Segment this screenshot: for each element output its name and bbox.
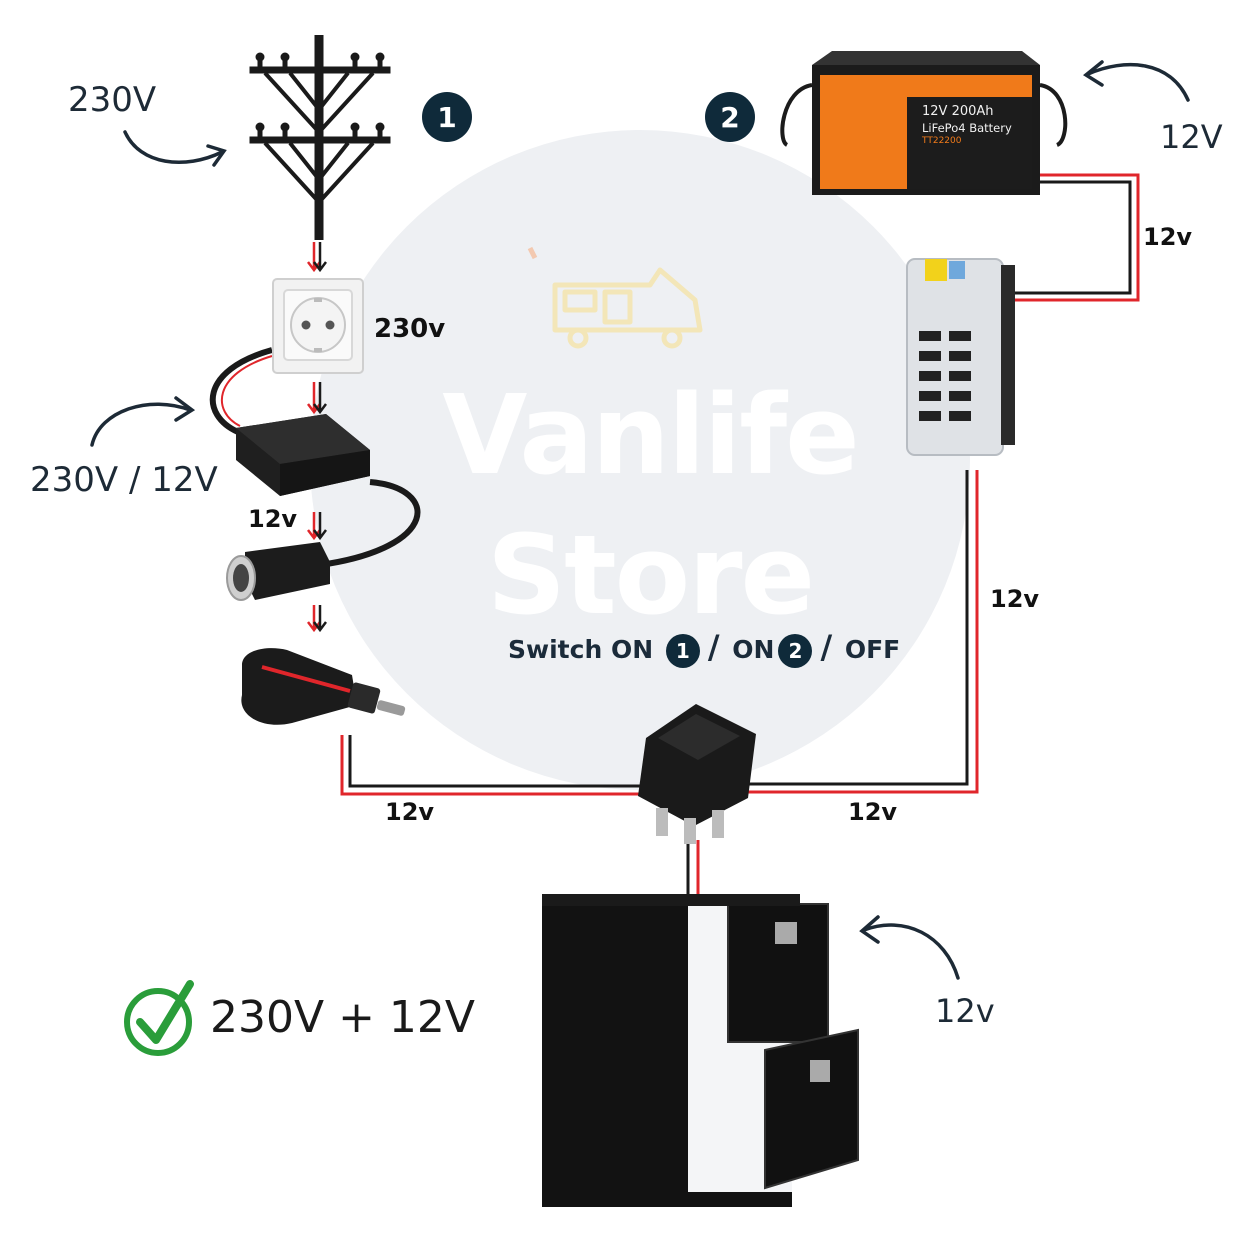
battery-label-capacity: 12V 200Ah — [922, 104, 994, 119]
socket-voltage-label: 230v — [374, 314, 446, 344]
fuse-box-icon — [906, 258, 1015, 456]
wire-battery-fusebox-black — [1010, 180, 1132, 295]
switch-caption-badge-1: 1 — [665, 634, 700, 668]
adapter-output-label: 12v — [248, 505, 298, 533]
battery-label-chemistry: LiFePo4 Battery — [922, 121, 1012, 135]
watermark-circle — [310, 130, 970, 790]
watermark-text-2: Store — [486, 511, 815, 639]
wall-socket-icon — [272, 278, 364, 374]
wire-plug-switch-red — [340, 735, 650, 796]
battery-label-model: TT22200 — [922, 136, 962, 146]
battery-voltage-label: 12V — [1160, 118, 1223, 156]
arrow-fridge — [862, 923, 960, 980]
switch-caption-badge-2: 2 — [778, 634, 813, 668]
wire-battery-fusebox-red — [1010, 173, 1140, 302]
source-2-badge: 2 — [705, 92, 755, 142]
summary-text: 230V + 12V — [210, 992, 476, 1043]
adapter-input-cable — [209, 347, 273, 435]
cigarette-socket-icon — [226, 542, 330, 601]
grid-voltage-label: 230V — [68, 80, 157, 120]
cigarette-plug-icon — [241, 648, 406, 725]
fridge-icon — [542, 894, 859, 1207]
plug-switch-wire-label: 12v — [385, 798, 435, 826]
switch-caption-on2: ON — [732, 635, 775, 664]
adapter-voltage-label: 230V / 12V — [30, 460, 218, 500]
wire-fusebox-switch-red — [745, 470, 979, 794]
fusebox-switch-wire-label: 12v — [990, 585, 1040, 613]
arrow-grid — [123, 130, 224, 164]
switch-fridge-wire-label: 12v — [848, 798, 898, 826]
power-pole-icon — [249, 35, 391, 240]
battery-fusebox-wire-label: 12v — [1143, 223, 1193, 251]
arrow-adapter — [90, 402, 192, 447]
battery-icon — [780, 51, 1068, 195]
wire-fusebox-switch-black — [745, 470, 969, 786]
wire-plug-switch-black — [348, 735, 650, 788]
camper-van-icon — [527, 246, 703, 349]
watermark-text-1: Vanlife — [442, 371, 860, 499]
switch-caption-separator: / — [820, 628, 833, 666]
switch-caption-off: OFF — [844, 635, 901, 664]
switch-caption-separator: / — [707, 628, 720, 666]
flow-arrows — [307, 242, 327, 633]
fridge-voltage-label: 12v — [935, 992, 995, 1030]
arrow-battery — [1086, 62, 1190, 102]
power-adapter-icon — [236, 414, 370, 496]
adapter-output-cable — [319, 479, 421, 568]
switch-caption-prefix: Switch ON — [508, 635, 654, 664]
rocker-switch-icon — [638, 704, 756, 844]
check-circle-icon — [124, 980, 194, 1056]
source-1-badge: 1 — [422, 92, 472, 142]
